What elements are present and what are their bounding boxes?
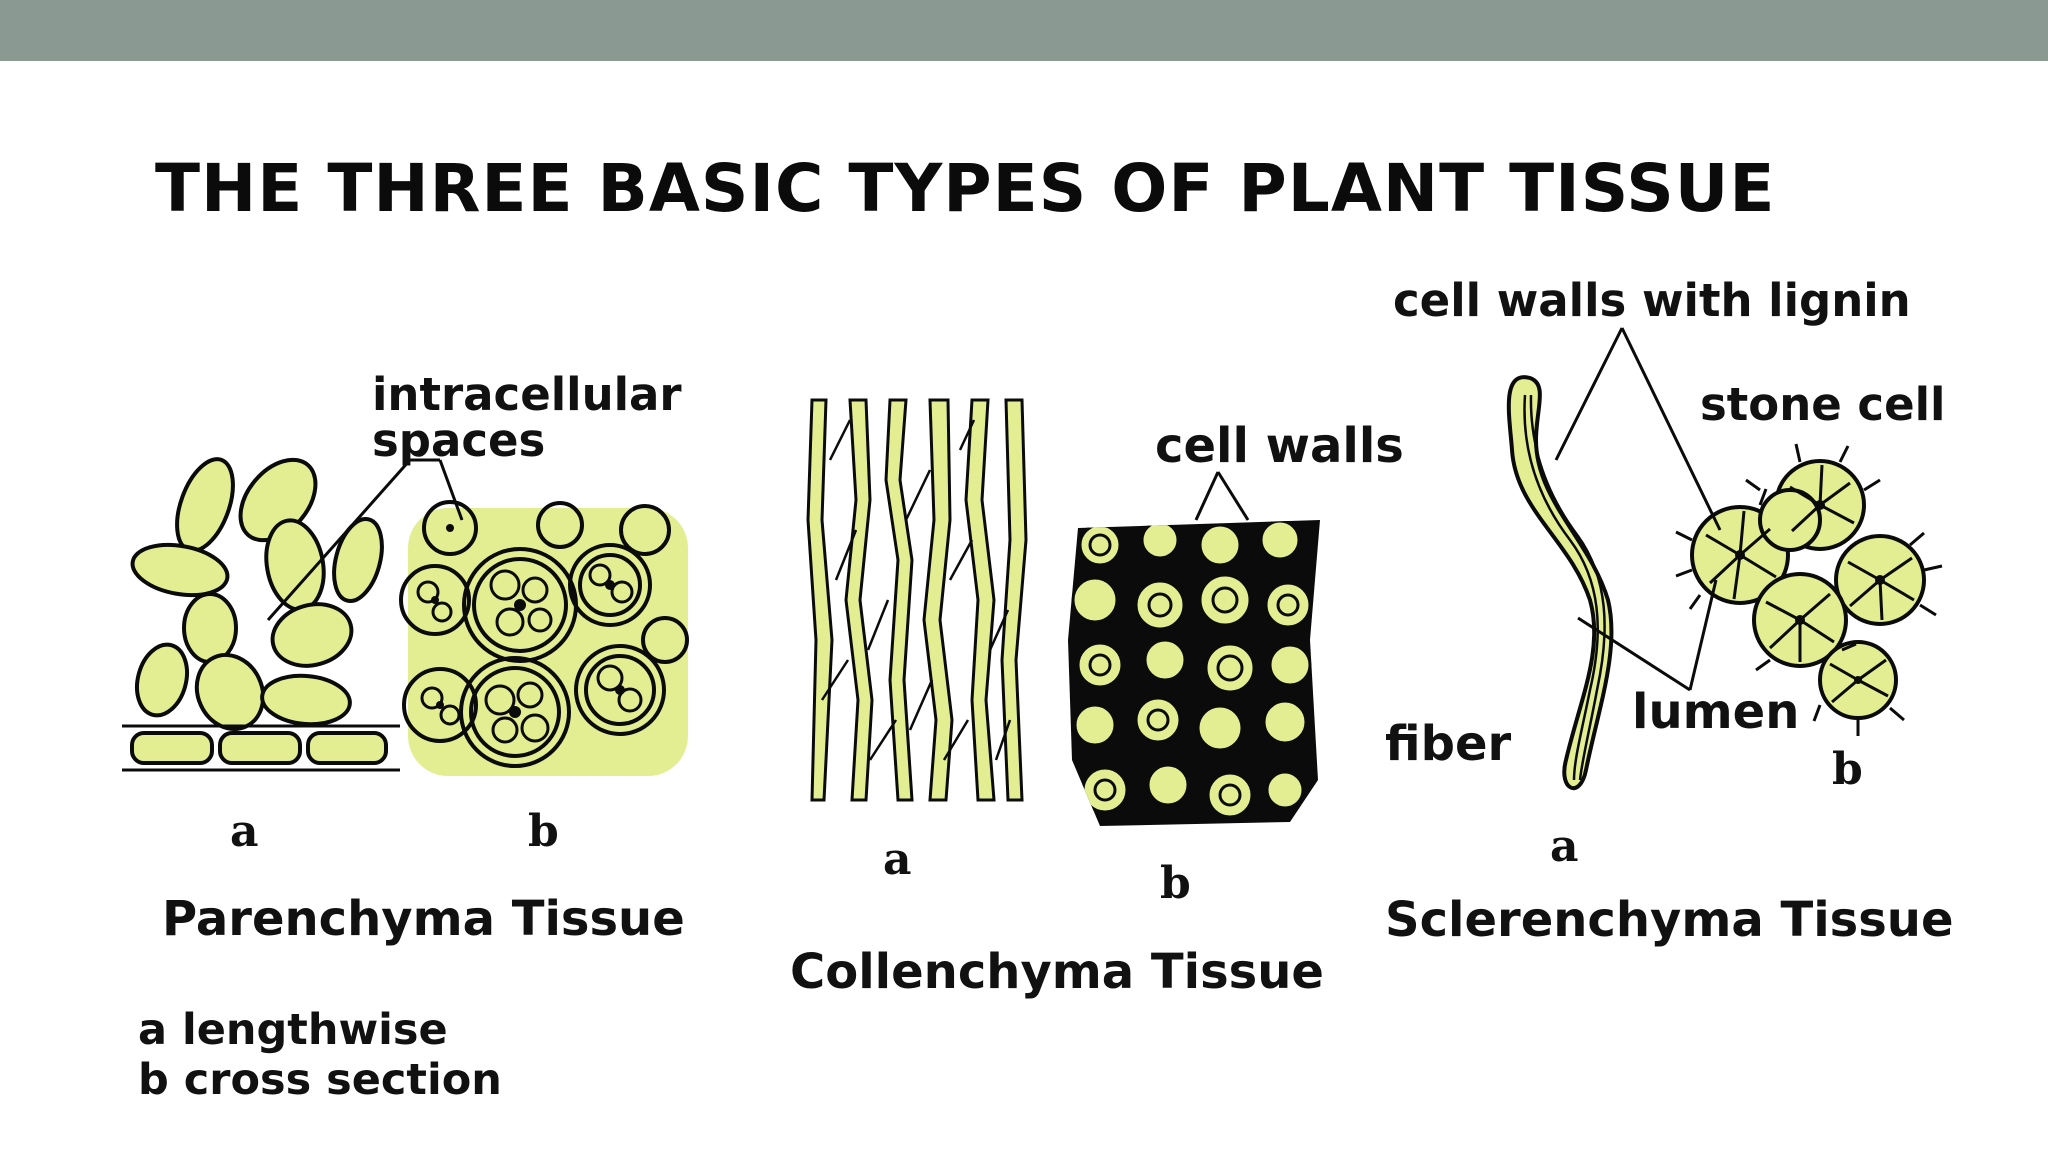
cell-walls-callout: cell walls (1155, 418, 1404, 474)
lignin-callout: cell walls with lignin (1393, 274, 1911, 327)
lignin-pointer (1554, 327, 1722, 531)
collenchyma-cross-section-drawing (1068, 520, 1320, 826)
parenchyma-cell (306, 731, 388, 765)
parenchyma-cell (130, 542, 230, 598)
stone-cell-callout: stone cell (1700, 378, 1946, 431)
parenchyma-label-b: b (528, 806, 559, 857)
parenchyma-cell (175, 457, 235, 553)
legend-line-b: b cross section (138, 1055, 502, 1105)
collenchyma-lengthwise-drawing (798, 395, 1030, 805)
parenchyma-label-a: a (230, 806, 259, 857)
sclerenchyma-label-b: b (1832, 744, 1863, 795)
lumen-pointer (1577, 579, 1718, 692)
intracellular-callout-line2: spaces (372, 414, 546, 467)
parenchyma-cell (182, 592, 238, 664)
collenchyma-cell-row (1078, 520, 1301, 567)
parenchyma-lengthwise-drawing (122, 457, 400, 772)
sclerenchyma-caption: Sclerenchyma Tissue (1385, 892, 1954, 948)
collenchyma-label-a: a (883, 834, 912, 885)
parenchyma-cell (218, 731, 302, 765)
collenchyma-caption: Collenchyma Tissue (790, 944, 1324, 1000)
parenchyma-cell (270, 602, 354, 668)
intracellular-callout-line1: intracellular (372, 368, 682, 421)
parenchyma-cell (130, 731, 214, 765)
sclerenchyma-fiber-drawing (1506, 375, 1614, 791)
parenchyma-cell (135, 642, 189, 718)
header-bar (0, 0, 2048, 61)
collenchyma-label-b: b (1160, 858, 1191, 909)
lumen-callout: lumen (1632, 684, 1800, 740)
parenchyma-caption: Parenchyma Tissue (162, 891, 685, 947)
legend-line-a: a lengthwise (138, 1005, 448, 1055)
parenchyma-cell (260, 673, 352, 727)
stone-cell-drawing (1675, 443, 1943, 736)
sclerenchyma-label-a: a (1550, 821, 1579, 872)
parenchyma-cell (332, 517, 384, 603)
parenchyma-cross-section-drawing (399, 500, 689, 776)
intracellular-spaces-pointer (266, 458, 464, 621)
page-title: THE THREE BASIC TYPES OF PLANT TISSUE (155, 150, 1776, 227)
fiber-callout: fiber (1385, 716, 1512, 772)
cell-walls-pointer (1194, 471, 1250, 521)
